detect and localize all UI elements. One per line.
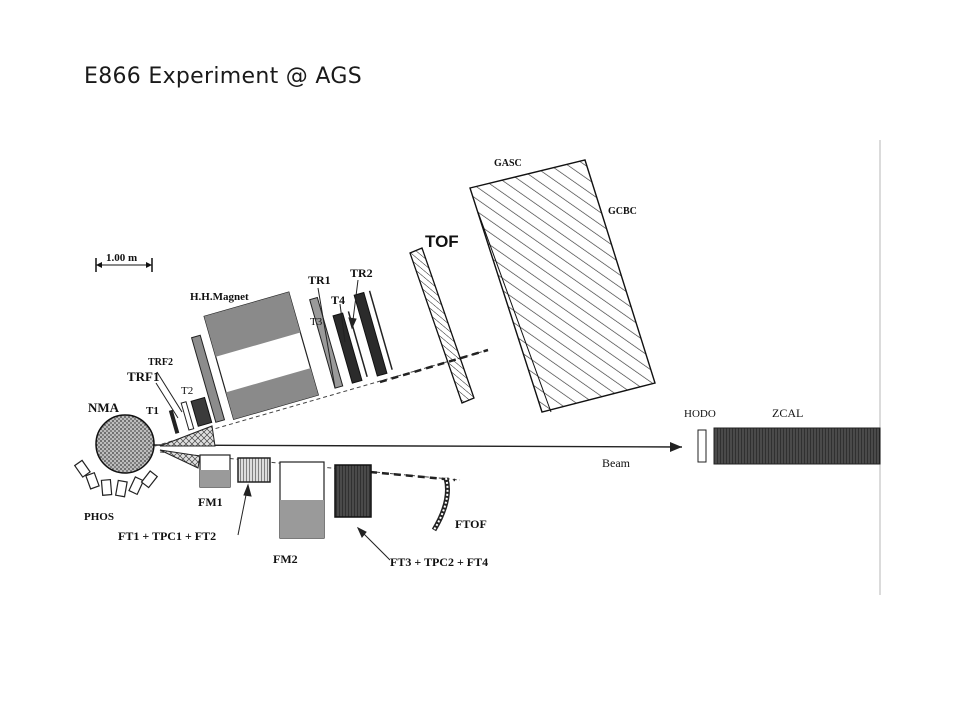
zcal-detector: [713, 427, 881, 465]
label-gcbc: GCBC: [608, 206, 637, 217]
ft1-tpc1-ft2: [237, 457, 271, 483]
t3-counter: [332, 312, 363, 384]
slide-title: E866 Experiment @ AGS: [84, 64, 362, 89]
scale-bar-label: 1.00 m: [106, 252, 137, 264]
hodo-detector: [697, 429, 707, 463]
leader-lines: [155, 279, 391, 561]
forward-spectrometer: [199, 454, 450, 539]
label-nma: NMA: [88, 400, 120, 415]
label-tr2: TR2: [350, 266, 373, 280]
label-tr1: TR1: [308, 273, 331, 287]
label-gasc: GASC: [494, 158, 522, 169]
label-t4: T4: [331, 293, 345, 307]
phos-detector: [73, 459, 159, 498]
forward-axis-outer: [369, 470, 456, 482]
t2-counter: [180, 401, 195, 431]
label-beam: Beam: [602, 456, 631, 470]
label-fm1: FM1: [198, 495, 223, 509]
label-zcal: ZCAL: [772, 406, 803, 420]
t1-counter: [168, 409, 180, 434]
label-ft-tpc2: FT3 + TPC2 + FT4: [390, 555, 488, 569]
label-hh-magnet: H.H.Magnet: [190, 291, 249, 303]
spectrometer-arm: [168, 290, 393, 434]
label-t1: T1: [146, 405, 159, 417]
nma-detector: [95, 414, 155, 474]
t4-counter: [353, 291, 388, 377]
label-hodo: HODO: [684, 408, 716, 420]
label-t2: T2: [181, 385, 193, 397]
label-t3: T3: [310, 316, 323, 328]
beam-line: [149, 442, 683, 452]
label-trf1: TRF1: [127, 369, 160, 384]
label-tof: TOF: [425, 232, 459, 251]
spectrometer-axis-outer: [379, 348, 489, 384]
scale-bar: 1.00 m: [95, 252, 153, 272]
ft3-tpc2-ft4: [334, 464, 372, 518]
tof-wall: [409, 247, 475, 404]
label-ft-tpc1: FT1 + TPC1 + FT2: [118, 529, 216, 543]
trf-block: [190, 396, 213, 427]
label-phos: PHOS: [84, 511, 114, 523]
tr1-bar: [309, 296, 344, 389]
forward-support: [159, 449, 201, 469]
trf-bar: [190, 334, 226, 423]
label-fm2: FM2: [273, 552, 298, 566]
ftof-wall: [431, 477, 450, 532]
gasc-detector: [469, 159, 656, 413]
label-ftof: FTOF: [455, 517, 487, 531]
support-structure: [159, 425, 216, 447]
label-trf2: TRF2: [148, 357, 173, 368]
